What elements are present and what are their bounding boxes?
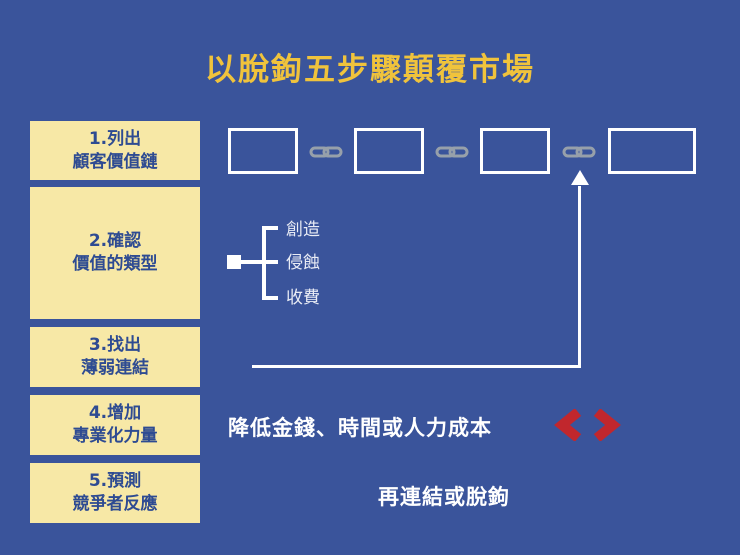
- step-box-4: 4.增加 專業化力量: [30, 395, 200, 455]
- step-label-line1: 1.列出: [88, 128, 142, 149]
- arrow-line-horizontal: [252, 365, 581, 368]
- step-label-line2: 顧客價值鏈: [72, 151, 158, 172]
- step-label-line1: 5.預測: [88, 471, 142, 492]
- bracket-connector-line: [241, 260, 262, 264]
- chevron-right-icon: [593, 409, 621, 441]
- value-type-label-charge: 收費: [286, 288, 320, 308]
- bracket-tick-line: [262, 226, 278, 230]
- value-type-label-create: 創造: [286, 220, 320, 240]
- value-chain-box-1: [228, 128, 298, 174]
- step-label-line1: 2.確認: [88, 231, 142, 252]
- chain-link-icon: [309, 146, 343, 158]
- arrow-up-icon: [571, 170, 589, 185]
- reduce-cost-caption: 降低金錢、時間或人力成本: [228, 416, 492, 440]
- step-box-3: 3.找出 薄弱連結: [30, 327, 200, 387]
- value-chain-box-4: [608, 128, 696, 174]
- step-label-line1: 4.增加: [88, 403, 142, 424]
- step-label-line2: 競爭者反應: [72, 494, 158, 514]
- step-label-line2: 專業化力量: [72, 426, 158, 446]
- value-chain-box-3: [480, 128, 550, 174]
- slide-title: 以脫鉤五步驟顛覆市場: [205, 52, 535, 88]
- step-label-line1: 3.找出: [88, 335, 142, 356]
- bullet-square-icon: [227, 255, 241, 269]
- bracket-tick-line: [262, 296, 278, 300]
- value-chain-box-2: [354, 128, 424, 174]
- step-box-1: 1.列出 顧客價值鏈: [30, 121, 200, 180]
- step-box-5: 5.預測 競爭者反應: [30, 463, 200, 523]
- relink-caption: 再連結或脫鉤: [378, 485, 510, 509]
- chevron-left-icon: [554, 409, 582, 441]
- step-box-2: 2.確認 價值的類型: [30, 187, 200, 319]
- value-type-label-erode: 侵蝕: [286, 253, 320, 273]
- bracket-tick-line: [262, 260, 278, 264]
- step-label-line2: 薄弱連結: [81, 358, 149, 378]
- chain-link-icon: [562, 146, 596, 158]
- step-label-line2: 價值的類型: [72, 254, 158, 274]
- chain-link-icon: [435, 146, 469, 158]
- arrow-line-vertical: [578, 186, 581, 368]
